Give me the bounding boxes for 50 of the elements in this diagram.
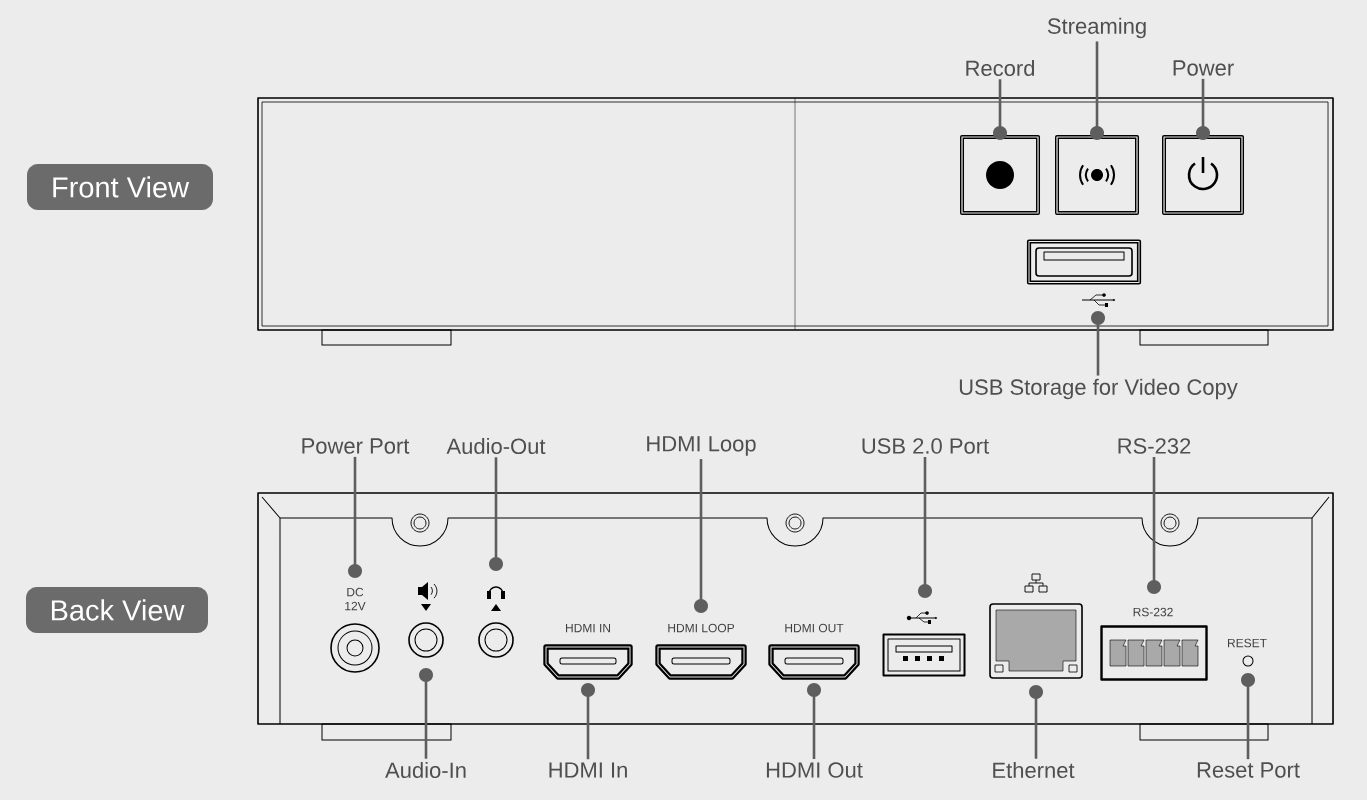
terminal-block [1100,625,1208,681]
leader-line [1196,78,1210,140]
hdmi-port [543,644,633,680]
callout-label: Audio-In [385,761,466,779]
callout-label: USB Storage for Video Copy [959,378,1238,400]
callout-label: Reset Port [1197,762,1300,778]
printed-label: HDMI LOOP [668,623,735,633]
audio-jack [408,622,444,658]
ethernet-port [989,603,1083,679]
callout-label: Streaming [1047,17,1146,39]
printed-label: RS-232 [1133,607,1173,617]
callout-label: Audio-Out [446,437,546,455]
leader-line [1147,457,1161,594]
usb-port [1026,239,1142,285]
reset-hole [1242,655,1254,667]
callout-label: HDMI In [549,762,627,778]
leader-line [993,79,1007,140]
leader-line [1029,685,1043,759]
leader-line [348,456,362,578]
printed-label: DC 12V [345,587,366,611]
leader-line [1090,41,1104,140]
record-button [960,135,1040,215]
callout-label: USB 2.0 Port [862,438,990,454]
callout-label: Power Port [302,438,410,454]
callout-label: Ethernet [993,761,1075,779]
callout-label: HDMI Out [766,762,863,778]
leader-line [694,459,708,613]
leader-line [581,683,595,760]
callout-label: Record [966,59,1035,77]
audio-jack [478,622,514,658]
power-button [1162,135,1244,215]
hdmi-port [655,644,747,680]
callout-label: HDMI Loop [647,436,756,456]
streaming-button [1055,135,1139,215]
printed-label: HDMI IN [566,623,610,633]
view-label: Back View [26,587,208,633]
leader-line [918,457,932,598]
leader-line [489,457,503,571]
leader-line [807,683,821,759]
leader-line [1091,311,1105,376]
callout-label: Power [1173,60,1234,76]
printed-label: RESET [1228,638,1267,648]
leader-line [1241,673,1255,760]
view-label: Front View [27,164,213,210]
hdmi-port [768,644,860,680]
callout-label: RS-232 [1118,438,1191,454]
usb-port [882,633,966,677]
printed-label: HDMI OUT [785,623,844,633]
power-jack [330,623,380,673]
leader-line [419,668,433,759]
